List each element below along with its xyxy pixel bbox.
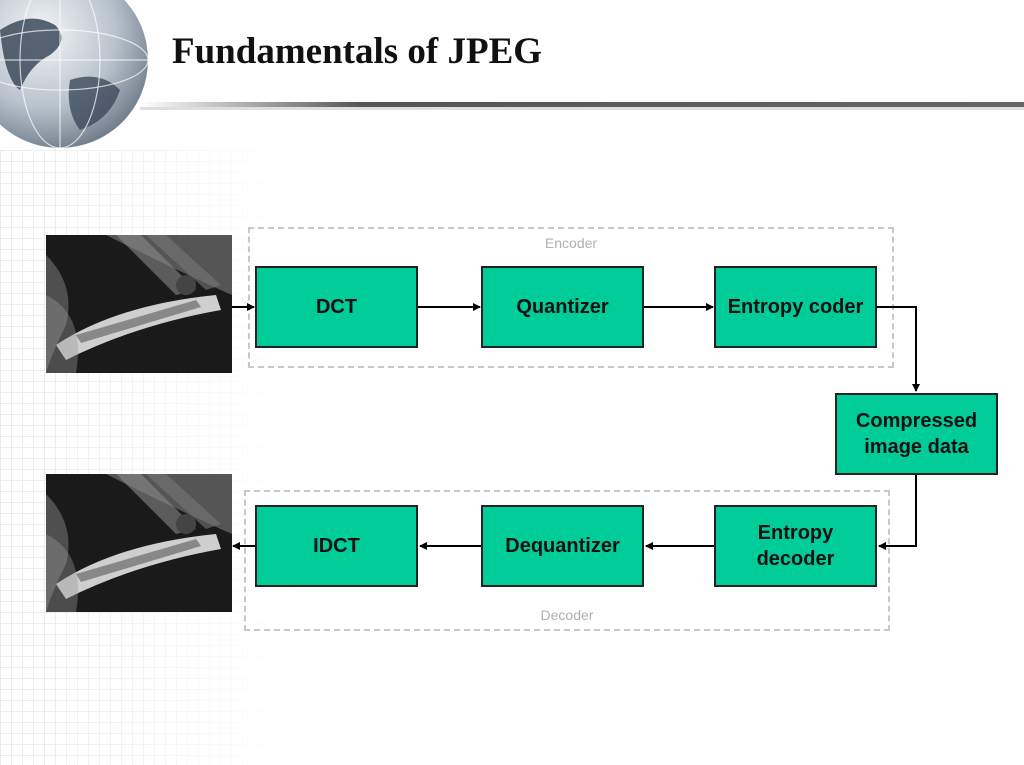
decoder-group: Decoder (244, 490, 890, 631)
encoder-group: Encoder (248, 227, 894, 368)
idct-block: IDCT (255, 505, 418, 587)
input-image (46, 235, 232, 373)
entropy-coder-block: Entropy coder (714, 266, 877, 348)
globe-logo (0, 0, 149, 149)
output-image (46, 474, 232, 612)
decoder-label: Decoder (540, 607, 594, 623)
entropy-decoder-block: Entropy decoder (714, 505, 877, 587)
compressed-data-block: Compressed image data (835, 393, 998, 475)
quantizer-block: Quantizer (481, 266, 644, 348)
dct-block: DCT (255, 266, 418, 348)
arrow-entropy-coder-to-compressed (877, 306, 920, 392)
dequantizer-block: Dequantizer (481, 505, 644, 587)
encoder-label: Encoder (544, 235, 598, 251)
slide-title: Fundamentals of JPEG (172, 31, 543, 72)
arrow-compressed-to-entropy-decoder (878, 475, 917, 550)
title-divider (140, 102, 1024, 110)
